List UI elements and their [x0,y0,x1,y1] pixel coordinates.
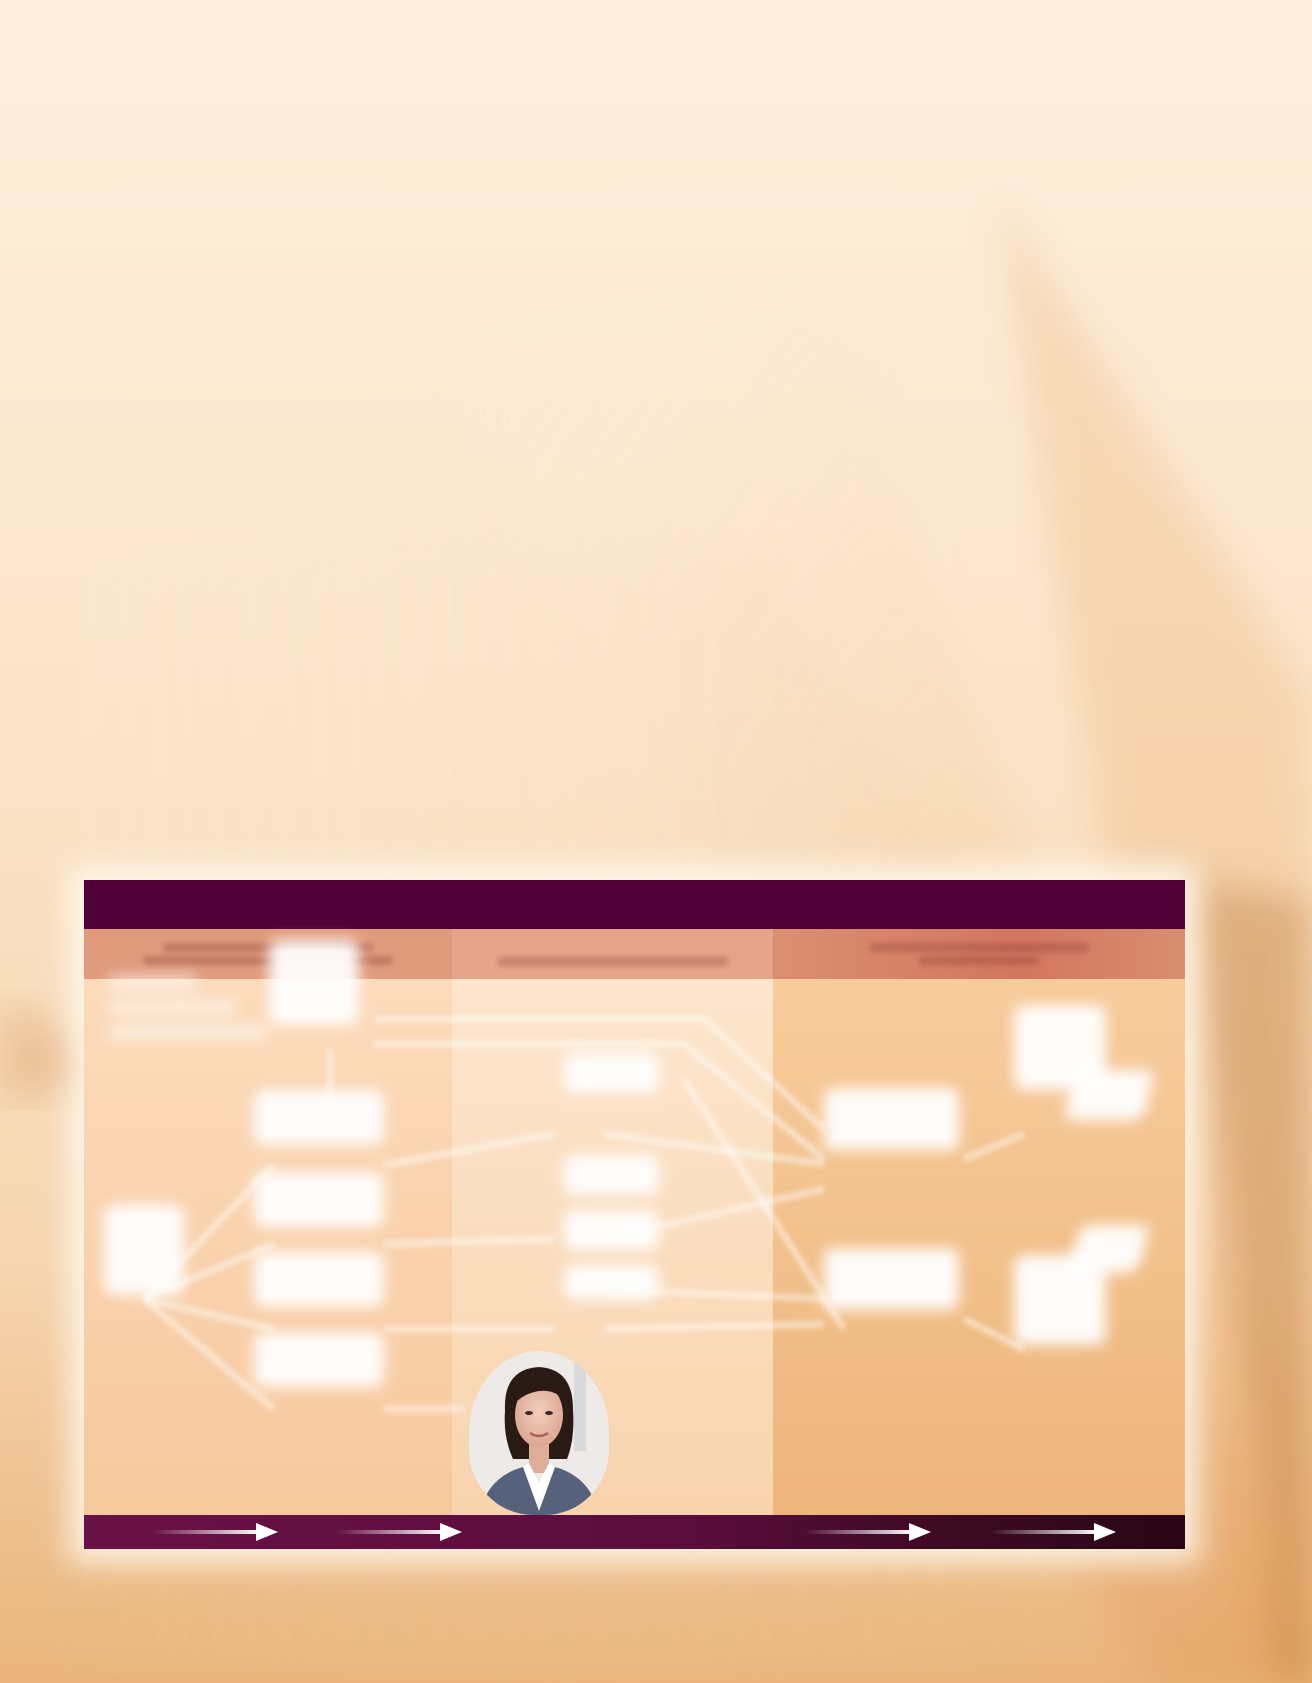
column-2-header [452,929,773,979]
diagram-box-mid-3 [564,1210,659,1250]
diagram-box-far-4 [1067,1225,1151,1273]
diagram-box-far-2 [1063,1070,1155,1120]
right-arrow-icon [805,1521,935,1543]
column-1-heading-blur [163,943,373,952]
column-3-heading-blur-2 [919,956,1039,965]
diagram-box-mid-4 [564,1265,659,1300]
diagram-box-hub [104,1205,184,1295]
diagram-box-1 [254,1090,384,1145]
businesswoman-photo [469,1351,609,1515]
diagram-box-4 [254,1332,384,1387]
process-panel [84,880,1185,1549]
panel-footer [84,1515,1185,1549]
right-arrow-icon [990,1521,1120,1543]
right-arrow-icon [336,1521,466,1543]
diagram-label-3 [108,1025,268,1039]
diagram-box-top [269,940,359,1025]
right-arrow-icon [152,1521,282,1543]
diagram-box-right-2 [824,1248,959,1310]
diagram-box-mid-1 [564,1053,659,1093]
column-3-heading-blur [869,943,1089,952]
column-3 [773,929,1185,1515]
column-1-heading-blur-2 [143,956,393,965]
diagram-box-right-1 [824,1088,959,1150]
column-3-header [773,929,1185,979]
diagram-box-2 [254,1172,384,1227]
column-2-heading-blur [497,956,728,966]
diagram-box-3 [254,1252,384,1307]
diagram-label-2 [108,1000,238,1014]
diagram-label-1 [108,975,198,989]
businesswoman-portrait [469,1351,609,1515]
diagram-box-mid-2 [564,1155,659,1195]
column-1-header [84,929,452,979]
panel-header [84,880,1185,929]
